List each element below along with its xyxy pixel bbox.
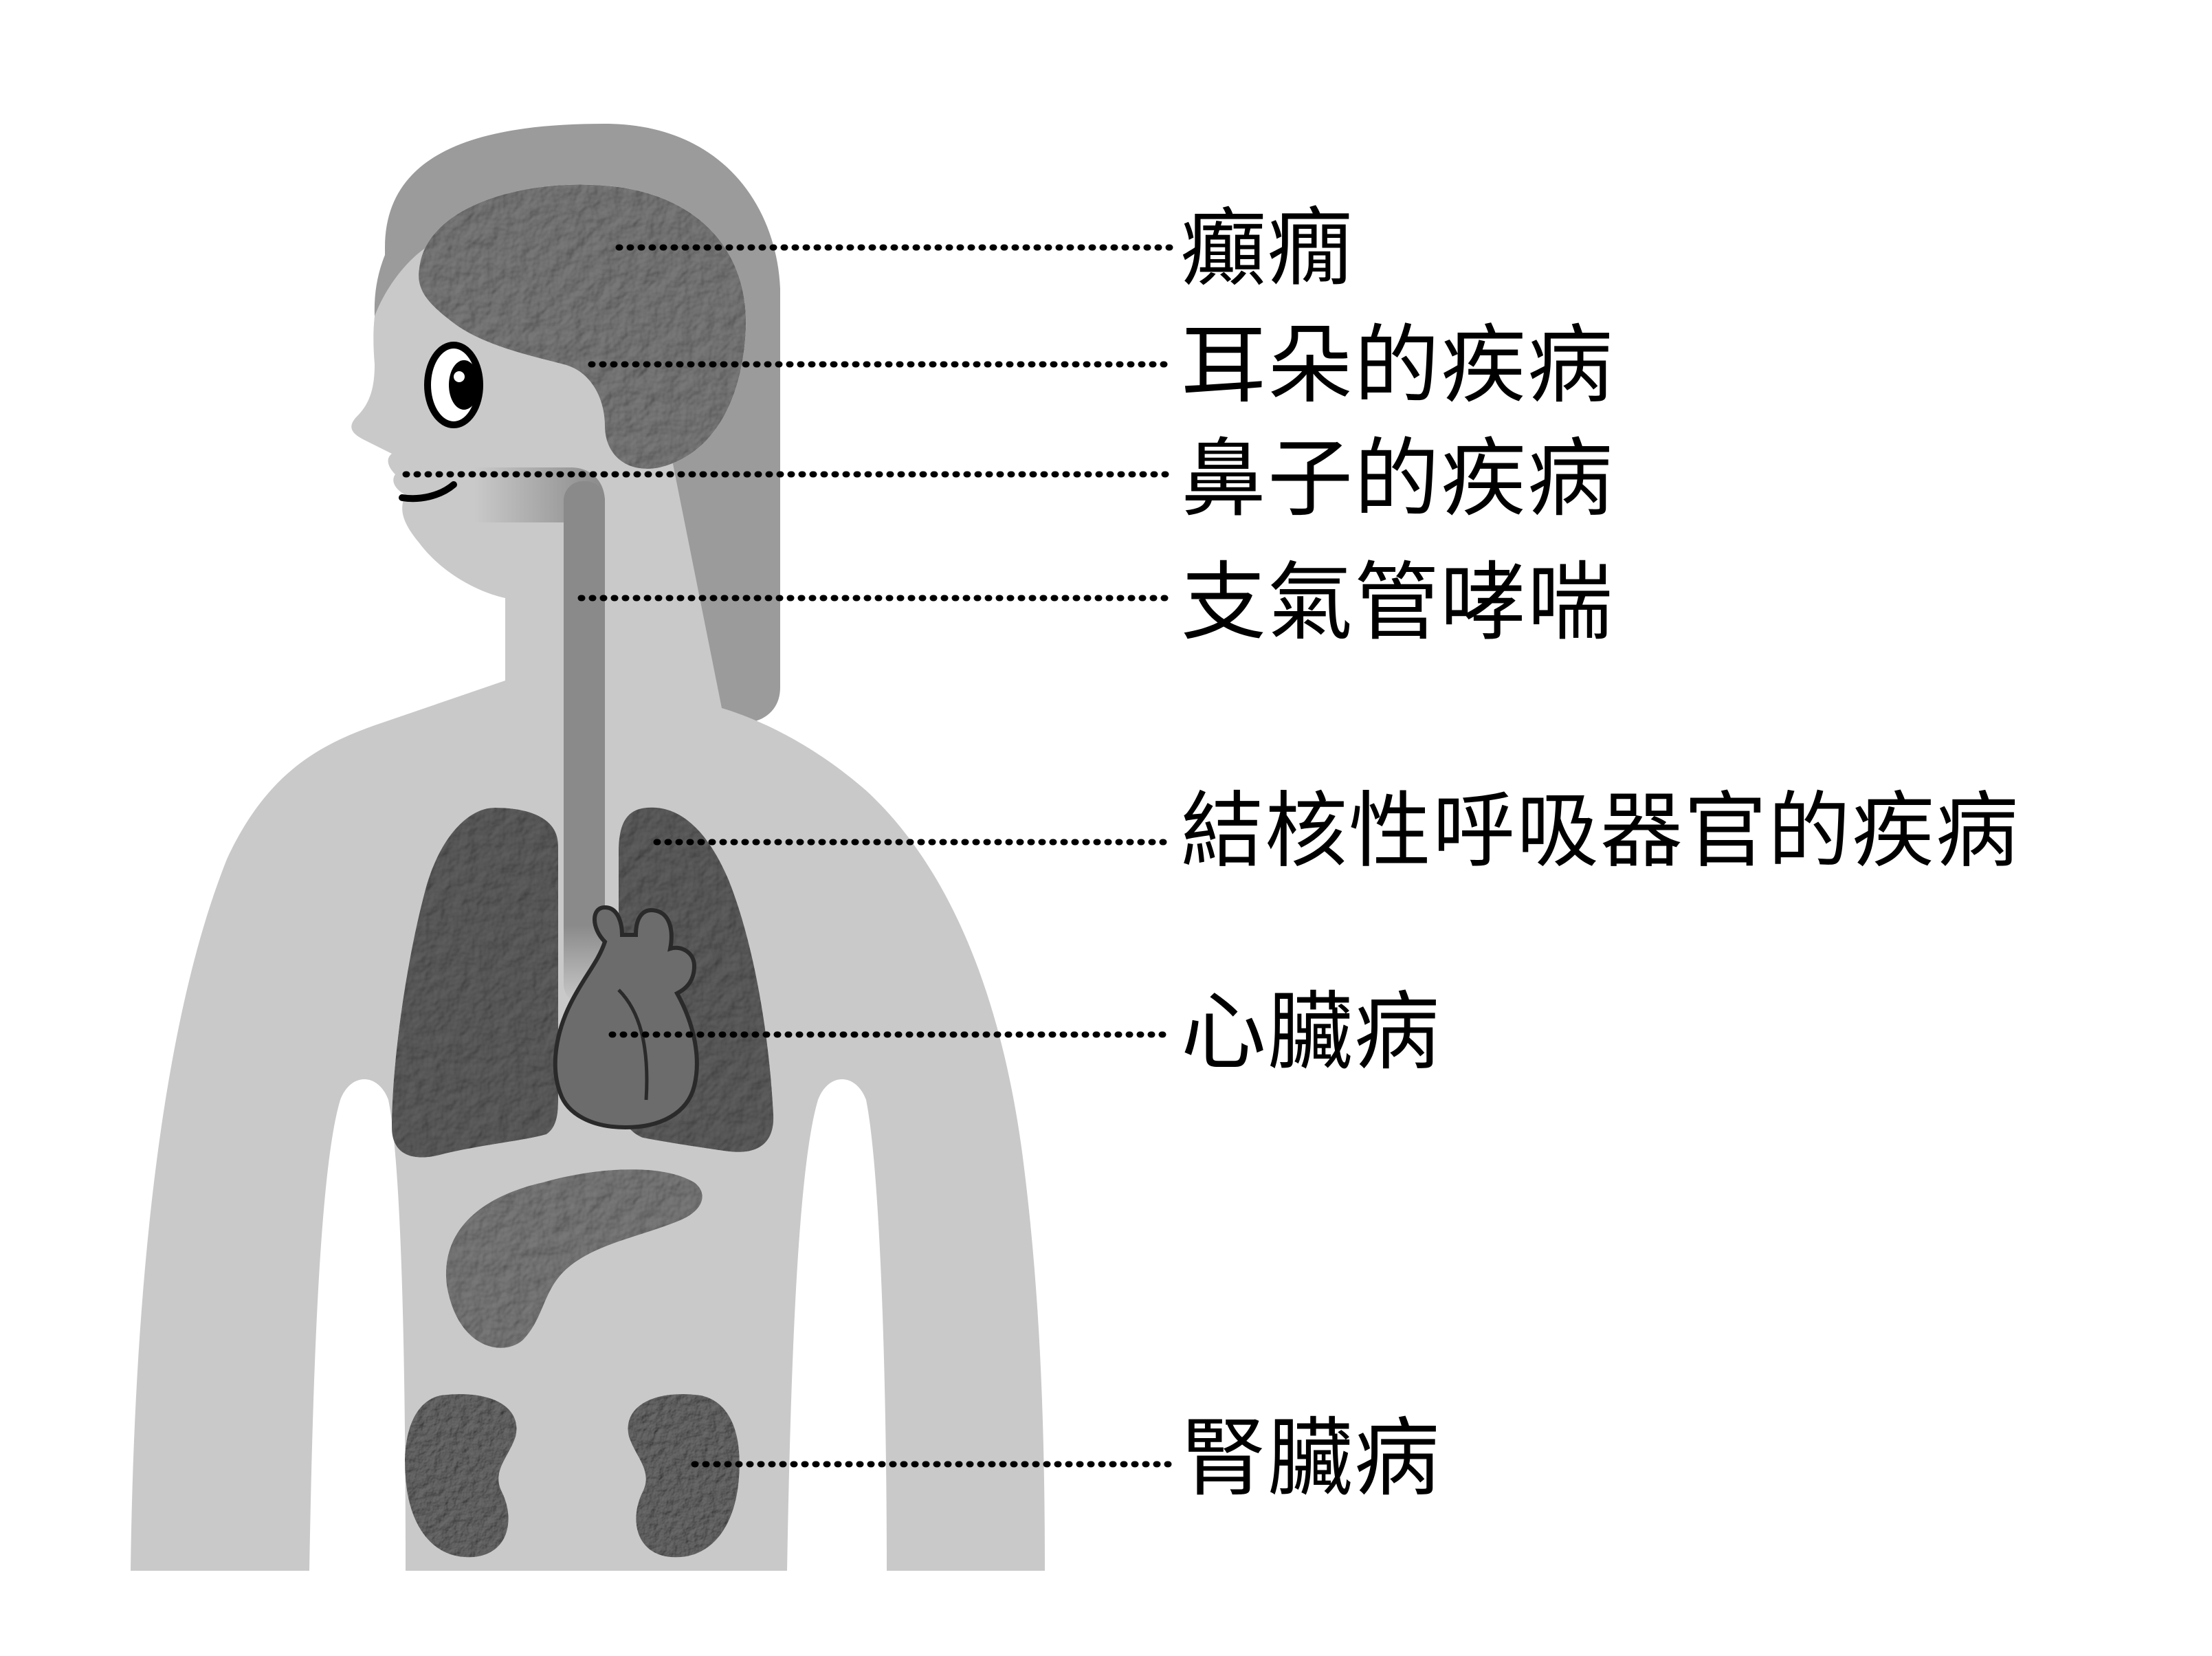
- left-lung: [392, 808, 558, 1158]
- mouth: [399, 481, 457, 503]
- hair-front: [374, 148, 773, 330]
- label-heart-disease: 心臟病: [1181, 983, 1441, 1082]
- label-nose-disease: 鼻子的疾病: [1181, 430, 1615, 529]
- eye-pupil: [449, 360, 479, 410]
- liver: [445, 1169, 703, 1348]
- brain: [419, 184, 746, 469]
- right-arm-gap: [787, 1079, 887, 1571]
- label-epilepsy: 癲癇: [1181, 199, 1355, 298]
- left-kidney: [405, 1394, 517, 1558]
- label-bronchial-asthma: 支氣管哮喘: [1181, 553, 1615, 652]
- trachea: [564, 481, 605, 1004]
- label-tuberculosis: 結核性呼吸器官的疾病: [1181, 784, 2020, 879]
- left-arm-gap: [309, 1079, 406, 1571]
- label-ear-disease: 耳朵的疾病: [1181, 316, 1615, 415]
- heart: [553, 905, 699, 1130]
- label-kidney-disease: 腎臟病: [1181, 1409, 1441, 1508]
- right-kidney: [628, 1394, 740, 1558]
